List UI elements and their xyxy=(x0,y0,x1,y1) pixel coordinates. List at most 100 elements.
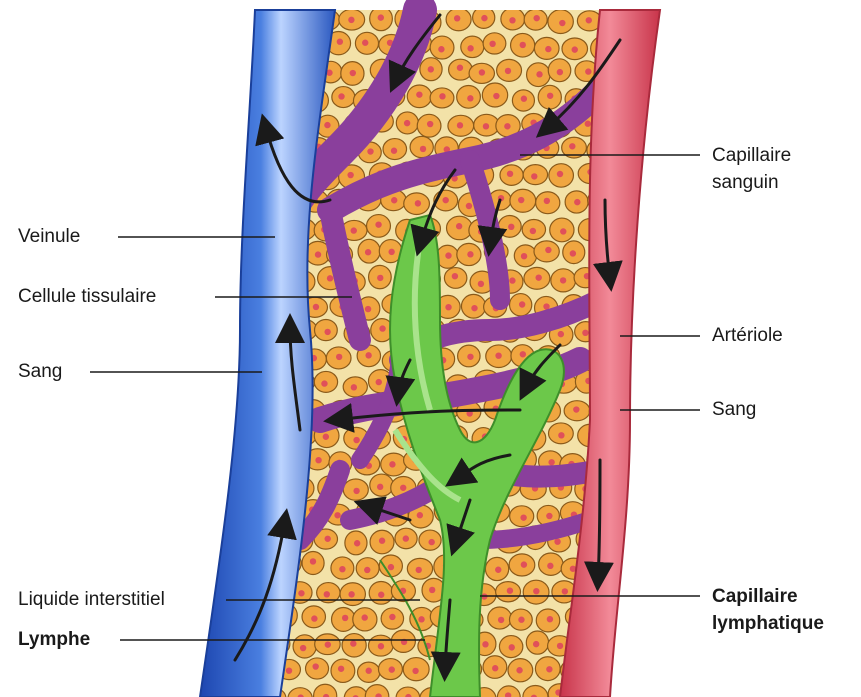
cell-nucleus xyxy=(247,17,253,23)
cell-nucleus xyxy=(507,587,513,593)
cell-nucleus xyxy=(482,641,488,647)
cell-nucleus xyxy=(492,665,498,671)
cell-nucleus xyxy=(324,122,330,128)
cell-nucleus xyxy=(412,668,418,674)
cell-nucleus xyxy=(544,198,550,204)
cell-nucleus xyxy=(354,540,360,546)
cell-nucleus xyxy=(415,200,421,206)
tissue-cell xyxy=(630,321,656,341)
cell-nucleus xyxy=(377,275,383,281)
cell-nucleus xyxy=(452,273,458,279)
cell-nucleus xyxy=(428,539,434,545)
cell-nucleus xyxy=(347,172,353,178)
cell-nucleus xyxy=(535,274,541,280)
cell-nucleus xyxy=(454,15,460,21)
cell-nucleus xyxy=(557,643,563,649)
tissue-cell xyxy=(626,583,650,605)
cell-nucleus xyxy=(622,663,628,669)
tissue-cell xyxy=(626,476,652,497)
cell-nucleus xyxy=(379,325,385,331)
cell-nucleus xyxy=(637,637,643,643)
cell-nucleus xyxy=(521,561,527,567)
cell-nucleus xyxy=(560,228,566,234)
cell-nucleus xyxy=(338,93,344,99)
cell-nucleus xyxy=(403,535,409,541)
cell-nucleus xyxy=(362,614,368,620)
cell-nucleus xyxy=(338,666,344,672)
cell-nucleus xyxy=(427,121,433,127)
cell-nucleus xyxy=(495,352,501,358)
cell-nucleus xyxy=(557,69,563,75)
cell-nucleus xyxy=(521,253,527,259)
label-veinule: Veinule xyxy=(18,226,80,248)
cell-nucleus xyxy=(286,667,292,673)
cell-nucleus xyxy=(466,203,472,209)
cell-nucleus xyxy=(467,251,473,257)
cell-nucleus xyxy=(324,591,330,597)
cell-nucleus xyxy=(520,351,526,357)
cell-nucleus xyxy=(570,250,576,256)
cell-nucleus xyxy=(298,590,304,596)
cell-nucleus xyxy=(310,558,316,564)
cell-nucleus xyxy=(634,432,640,438)
cell-nucleus xyxy=(388,249,394,255)
cell-nucleus xyxy=(389,461,395,467)
cell-nucleus xyxy=(321,380,327,386)
label-capillaire-sanguin-line2: sanguin xyxy=(712,172,779,194)
cell-nucleus xyxy=(400,485,406,491)
tissue-cell xyxy=(626,528,651,552)
cell-nucleus xyxy=(586,17,592,23)
cell-nucleus xyxy=(389,666,395,672)
cell-nucleus xyxy=(639,327,645,333)
cell-nucleus xyxy=(365,249,371,255)
cell-nucleus xyxy=(362,40,368,46)
cell-nucleus xyxy=(456,223,462,229)
label-lymphe: Lymphe xyxy=(18,629,90,651)
cell-nucleus xyxy=(351,384,357,390)
cell-nucleus xyxy=(467,95,473,101)
cell-nucleus xyxy=(533,15,539,21)
cell-nucleus xyxy=(520,42,526,48)
cell-nucleus xyxy=(518,197,524,203)
cell-nucleus xyxy=(442,197,448,203)
cell-nucleus xyxy=(573,406,579,412)
cell-nucleus xyxy=(545,247,551,253)
cell-nucleus xyxy=(545,46,551,52)
cell-nucleus xyxy=(562,588,568,594)
cell-nucleus xyxy=(378,592,384,598)
label-arteriole: Artériole xyxy=(712,325,783,347)
cell-nucleus xyxy=(533,588,539,594)
cell-nucleus xyxy=(315,457,321,463)
cell-nucleus xyxy=(351,227,357,233)
cell-nucleus xyxy=(548,459,554,465)
cell-nucleus xyxy=(313,304,319,310)
cell-nucleus xyxy=(483,123,489,129)
label-sang-left: Sang xyxy=(18,361,62,383)
cell-nucleus xyxy=(547,616,553,622)
cell-nucleus xyxy=(445,304,451,310)
cell-nucleus xyxy=(457,65,463,71)
cell-nucleus xyxy=(300,645,306,651)
tissue-cell xyxy=(613,656,638,679)
cell-nucleus xyxy=(530,228,536,234)
cell-nucleus xyxy=(489,41,495,47)
cell-nucleus xyxy=(547,93,553,99)
cell-nucleus xyxy=(504,123,510,129)
cell-nucleus xyxy=(439,93,445,99)
cell-nucleus xyxy=(339,566,345,572)
cell-nucleus xyxy=(546,513,552,519)
cell-nucleus xyxy=(389,614,395,620)
cell-nucleus xyxy=(507,171,513,177)
cell-nucleus xyxy=(536,71,542,77)
cell-nucleus xyxy=(478,281,484,287)
cell-nucleus xyxy=(546,666,552,672)
cell-nucleus xyxy=(353,437,359,443)
label-liquide-interstitiel: Liquide interstitiel xyxy=(18,589,165,611)
cell-nucleus xyxy=(582,330,588,336)
cell-nucleus xyxy=(418,616,424,622)
cell-nucleus xyxy=(622,616,628,622)
cell-nucleus xyxy=(378,14,384,20)
cell-nucleus xyxy=(336,354,342,360)
cell-nucleus xyxy=(498,617,504,623)
